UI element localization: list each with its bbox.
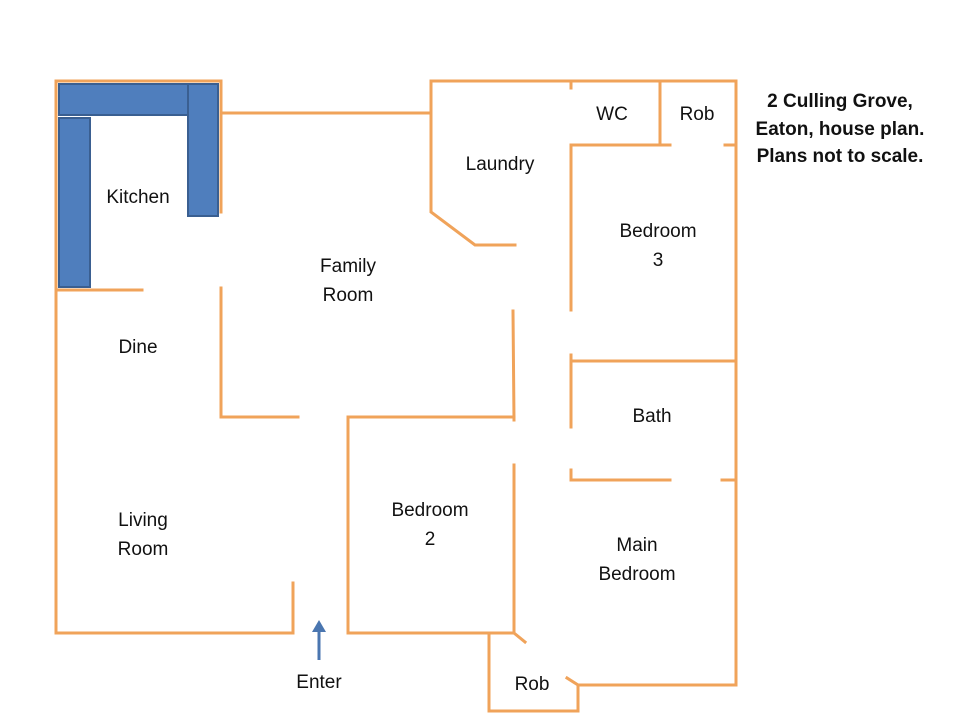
room-label-bedroom-2: Bedroom 2 [391, 496, 468, 554]
wall-laundry [429, 79, 517, 247]
label-line: Bedroom [619, 221, 697, 242]
label-line: Bedroom [598, 564, 676, 585]
wall-family-right [511, 309, 516, 422]
label-line: Living [118, 510, 168, 531]
label-line: Room [322, 285, 374, 306]
label-line: Family [320, 256, 376, 277]
wall-rob-bottom [487, 631, 738, 713]
title-line: Eaton, house plan. [755, 118, 925, 140]
enter-arrow [312, 620, 326, 660]
label-line: Bedroom [391, 500, 469, 521]
room-label-bath: Bath [632, 406, 672, 427]
enter-label: Enter [296, 672, 342, 693]
counter-right [187, 83, 219, 217]
wall-kitchen-top [54, 79, 223, 214]
room-label-bedroom-3: Bedroom 3 [619, 217, 696, 275]
room-label-rob-top: Rob [679, 104, 715, 125]
counter-left [58, 117, 91, 288]
wall-bath-bottom [569, 468, 672, 482]
label-line: Room [117, 539, 169, 560]
room-label-rob-bottom: Rob [514, 674, 550, 695]
title-line: Plans not to scale. [756, 146, 924, 167]
label-line: 3 [652, 250, 664, 271]
title-line: 2 Culling Grove, [767, 91, 913, 112]
room-label-wc: WC [596, 104, 628, 125]
wall-rob-door [564, 675, 581, 688]
kitchen-counters [58, 83, 219, 288]
wall-bottom-left [54, 581, 295, 635]
room-label-kitchen: Kitchen [106, 187, 170, 208]
plan-title: 2 Culling Grove, Eaton, house plan. Plan… [756, 88, 925, 171]
walls [54, 79, 738, 713]
room-label-laundry: Laundry [465, 154, 535, 175]
label-line: 2 [424, 529, 436, 550]
room-label-dine: Dine [118, 337, 158, 358]
label-line: Main [616, 535, 658, 556]
wall-main-bedroom-left [512, 463, 528, 645]
wall-bedroom2-top [346, 415, 516, 635]
